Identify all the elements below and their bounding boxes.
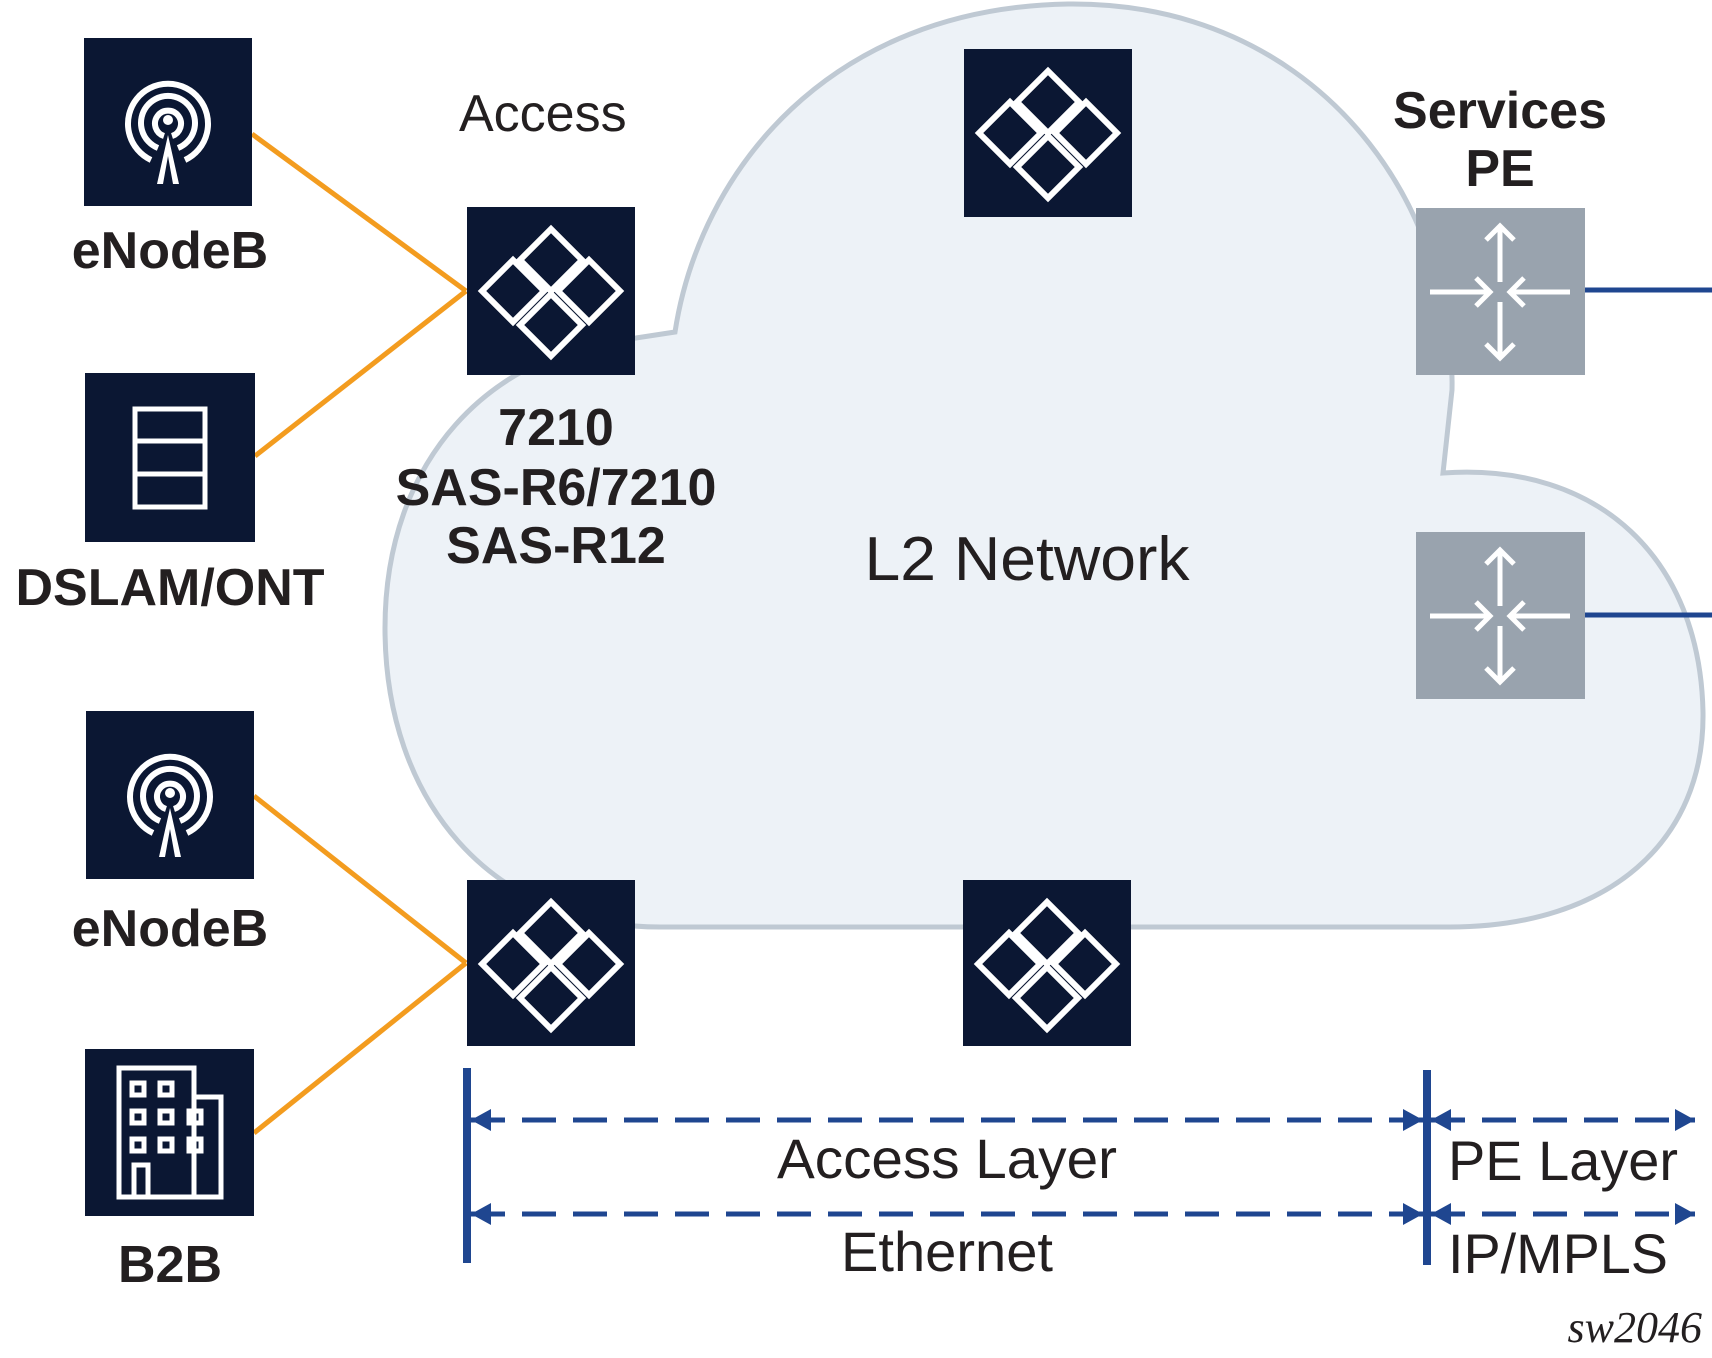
- access-device-label-line1: 7210: [498, 399, 614, 457]
- access-layer-label: Access Layer: [777, 1127, 1117, 1190]
- services-pe-label-line1: Services: [1393, 82, 1607, 140]
- access-device-label-line3: SAS-R12: [446, 517, 666, 575]
- pe-layer-label: PE Layer: [1448, 1129, 1678, 1192]
- figure-id: sw2046: [1568, 1303, 1702, 1352]
- access-heading: Access: [459, 85, 627, 143]
- access-switch-bottom[interactable]: [467, 880, 635, 1046]
- dslam-device[interactable]: [85, 373, 255, 542]
- services-pe-label-line2: PE: [1465, 140, 1534, 198]
- enodeb-bottom-label: eNodeB: [72, 900, 268, 958]
- access-device-label-line2: SAS-R6/7210: [396, 459, 717, 517]
- access-switch-top[interactable]: [467, 207, 635, 375]
- link-b2b: [252, 961, 468, 1135]
- ip-mpls-label: IP/MPLS: [1448, 1222, 1668, 1285]
- link-enodeb-top: [250, 131, 468, 294]
- b2b-label: B2B: [118, 1236, 222, 1294]
- ethernet-label: Ethernet: [841, 1220, 1053, 1283]
- core-switch-bottom[interactable]: [963, 880, 1131, 1046]
- enodeb-top-device[interactable]: [84, 38, 252, 206]
- pe-router-top[interactable]: [1416, 208, 1585, 375]
- core-switch-top[interactable]: [964, 49, 1132, 217]
- enodeb-bottom-device[interactable]: [86, 711, 254, 879]
- l2-network-label: L2 Network: [865, 525, 1191, 594]
- pe-router-bottom[interactable]: [1416, 532, 1585, 699]
- b2b-device[interactable]: [85, 1049, 254, 1216]
- enodeb-top-label: eNodeB: [72, 222, 268, 280]
- l2-network-cloud: [382, 1, 1706, 930]
- link-dslam: [253, 289, 468, 458]
- link-enodeb-bottom: [252, 794, 468, 965]
- dslam-label: DSLAM/ONT: [15, 559, 324, 617]
